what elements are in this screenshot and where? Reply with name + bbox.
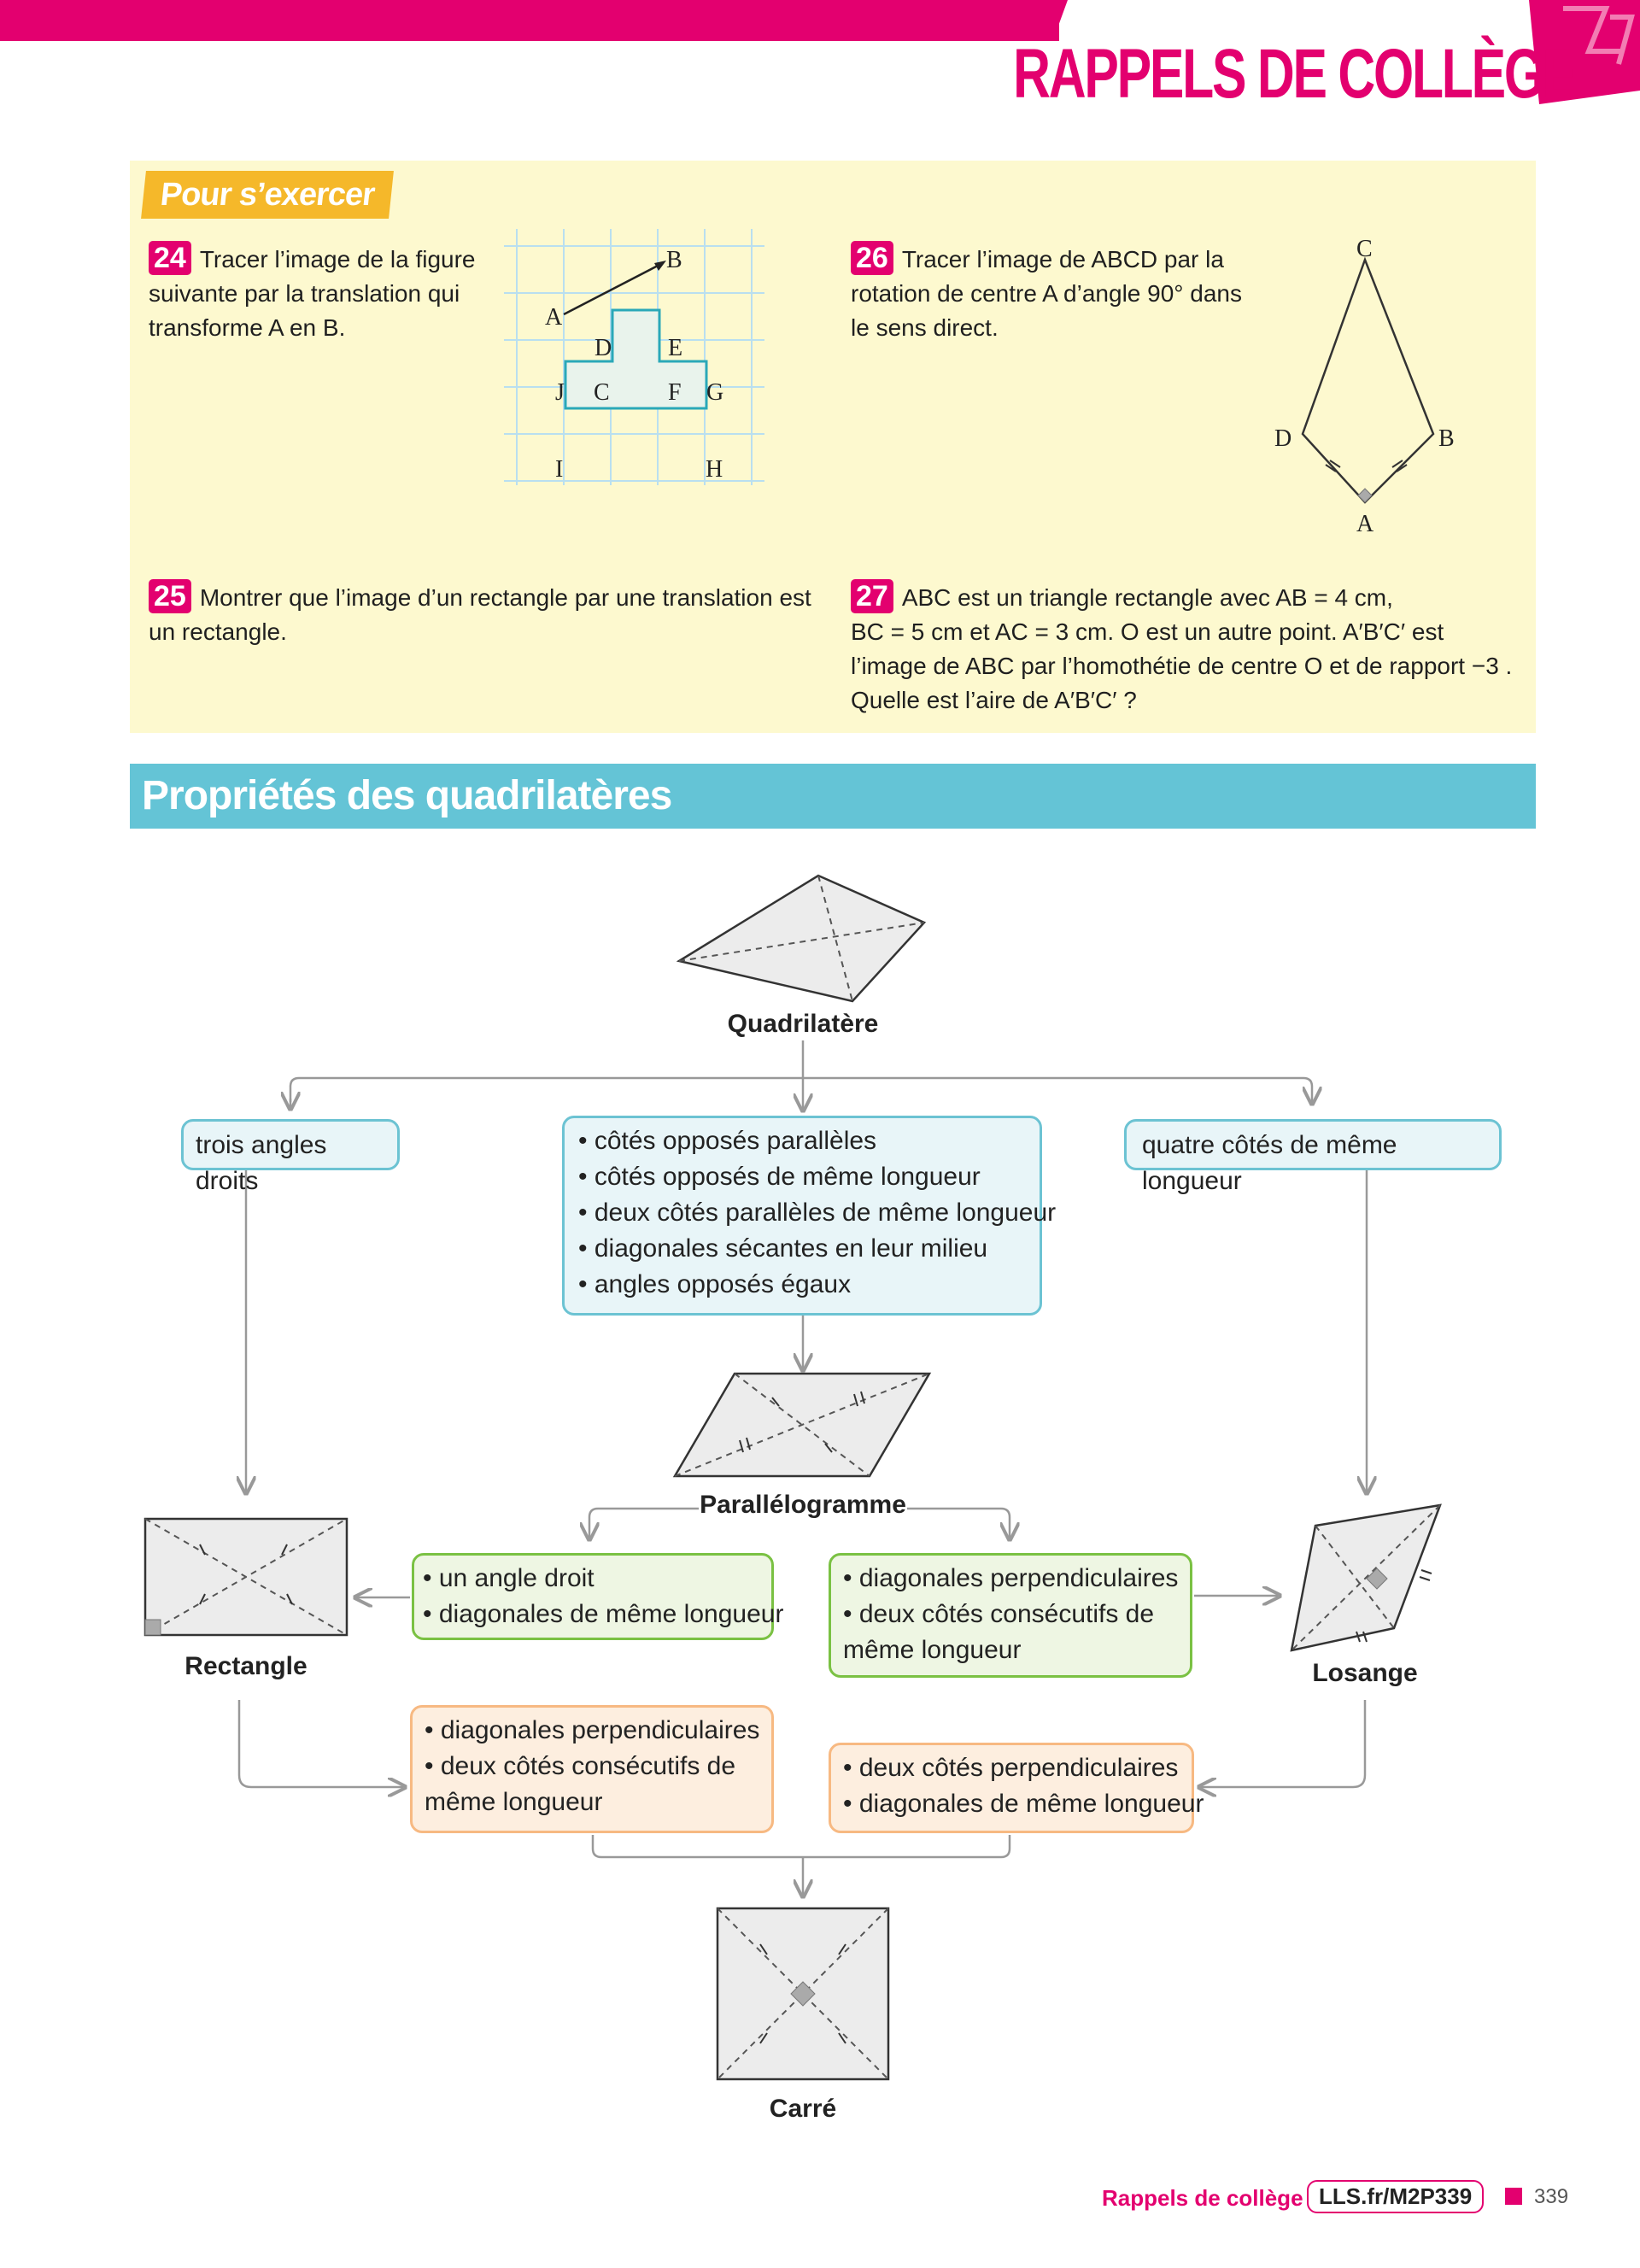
condition-item: • diagonales perpendiculaires [843,1564,1179,1592]
exercise-text-line: Quelle est l’aire de A′B′C′ ? [851,687,1137,713]
header-bar [0,0,1059,41]
footer-link[interactable]: LLS.fr/M2P339 [1307,2180,1485,2213]
exercise-27: 27 ABC est un triangle rectangle avec AB … [851,579,1534,718]
exercise-number: 25 [149,579,191,613]
section-band [130,764,1536,829]
condition-item: • deux côtés consécutifs de [425,1752,736,1780]
exercise-text-line: rotation de centre A d’angle 90° dans [851,280,1242,307]
quadrilateral-shape [676,874,927,1003]
corner-tab-icon [1529,0,1640,104]
condition-item: • deux côtés consécutifs de [843,1600,1155,1628]
exercise-number: 26 [851,241,893,275]
exercise-25: 25 Montrer que l’image d’un rectangle par… [149,579,832,649]
condition-three-right-angles: trois angles droits [181,1119,400,1195]
point-label: D [1274,425,1292,452]
exercise-text-line: un rectangle. [149,618,287,645]
point-label: B [666,247,682,273]
condition-four-equal-sides: quatre côtés de même longueur [1124,1119,1502,1195]
point-label: C [594,379,610,406]
condition-item: • diagonales perpendiculaires [425,1716,760,1744]
exercise-text-line: transforme A en B. [149,314,346,341]
quadrilateral-label: Quadrilatère [727,1010,879,1038]
condition-item: • diagonales de même longueur [843,1790,1204,1818]
point-label: A [545,304,563,331]
exercise-text-line: BC = 5 cm et AC = 3 cm. O est un autre p… [851,618,1444,645]
property-item: • diagonales sécantes en leur milieu [578,1234,988,1263]
translation-grid-figure: A B D E J C F G I H [504,229,764,485]
chapter-title: RAPPELS DE COLLÈGE [1013,35,1577,113]
point-label: E [668,335,682,361]
point-label: D [594,335,612,361]
property-item: • angles opposés égaux [578,1270,852,1298]
section-title: Propriétés des quadrilatères [142,773,672,818]
exercise-text-line: l’image de ABC par l’homothétie de centr… [851,653,1513,679]
footer-marker [1505,2188,1522,2205]
condition-item: même longueur [425,1788,603,1816]
condition-rectangle-to-square: • diagonales perpendiculaires • deux côt… [410,1705,774,1833]
point-label: A [1356,511,1374,537]
condition-item: • diagonales de même longueur [423,1600,784,1628]
rectangle-shape [144,1517,348,1637]
exercise-text-line: suivante par la translation qui [149,280,460,307]
exercise-box [130,161,1536,733]
exercise-text-line: Montrer que l’image d’un rectangle par u… [199,584,811,611]
square-shape [716,1907,890,2081]
parallelogram-label: Parallélogramme [699,1491,907,1520]
page-number: 339 [1534,2185,1569,2208]
condition-item: • deux côtés perpendiculaires [843,1754,1179,1782]
rhombus-shape [1290,1503,1442,1652]
exercise-number: 24 [149,241,191,275]
rhombus-label: Losange [1312,1659,1418,1687]
exercise-text-line: le sens direct. [851,314,999,341]
rotation-figure: C D B A [1274,236,1455,537]
translation-shape [564,308,708,410]
property-item: • deux côtés parallèles de même longueur [578,1198,1057,1227]
point-label: J [555,379,565,406]
condition-text: quatre côtés de même longueur [1142,1131,1397,1195]
exercise-24: 24 Tracer l’image de la figure suivante p… [149,241,516,345]
exercise-text-line: Tracer l’image de ABCD par la [901,246,1224,273]
point-label: B [1438,425,1455,452]
condition-item: même longueur [843,1636,1022,1664]
square-label: Carré [769,2095,837,2123]
condition-item: • un angle droit [423,1564,594,1592]
point-label: C [1356,236,1373,262]
property-item: • côtés opposés parallèles [578,1127,877,1155]
condition-to-rhombus: • diagonales perpendiculaires • deux côt… [829,1553,1192,1678]
exercise-text-line: Tracer l’image de la figure [199,246,476,273]
point-label: F [668,379,682,406]
point-label: G [706,379,723,406]
footer-chapter-title: Rappels de collège [1102,2185,1303,2211]
parallelogram-properties: • côtés opposés parallèles • côtés oppos… [562,1116,1057,1316]
condition-text: trois angles droits [196,1131,327,1195]
exercise-26: 26 Tracer l’image de ABCD par la rotation… [851,241,1295,345]
exercise-number: 27 [851,579,893,613]
exercise-text-line: ABC est un triangle rectangle avec AB = … [901,584,1393,611]
condition-to-rectangle: • un angle droit • diagonales de même lo… [412,1553,784,1640]
parallelogram-shape [672,1372,932,1478]
rectangle-label: Rectangle [184,1652,308,1680]
point-label: H [706,456,723,483]
point-label: I [555,456,563,483]
condition-rhombus-to-square: • deux côtés perpendiculaires • diagonal… [829,1743,1204,1833]
property-item: • côtés opposés de même longueur [578,1163,981,1191]
